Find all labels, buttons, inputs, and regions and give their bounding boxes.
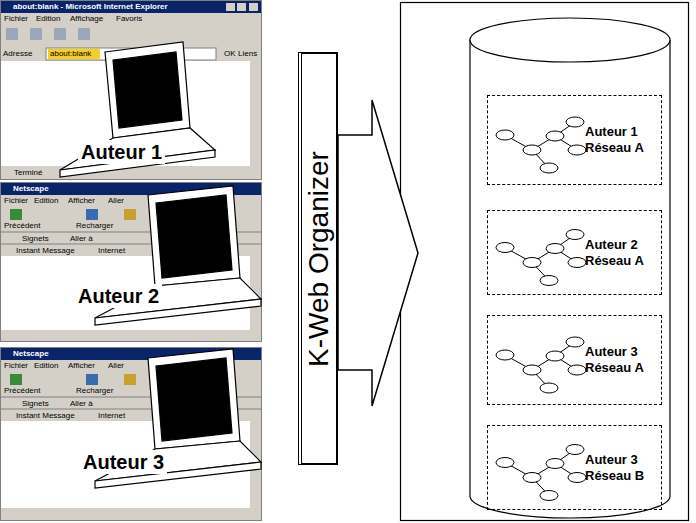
laptop: [60, 42, 215, 177]
author-label: Auteur 3: [80, 450, 167, 474]
window-title: Netscape: [13, 184, 49, 194]
browser-ui-text: Aller: [108, 196, 124, 206]
network-graphs: [496, 117, 586, 501]
box-label: K-Web Organizer: [303, 151, 335, 367]
window-title: Netscape: [13, 349, 49, 359]
network-region: Auteur 3 Réseau A: [487, 315, 662, 405]
browser-ui-text: Aller à: [70, 234, 93, 244]
browser-ui-text: OK: [224, 49, 236, 59]
browser-ui-text: Aller: [108, 361, 124, 371]
browser-ui-text: Favoris: [116, 14, 142, 24]
browser-ui-text: Instant Message: [16, 246, 75, 256]
database-cylinder: [470, 18, 670, 518]
browser-ui-text: Signets: [22, 234, 49, 244]
network-region: Auteur 1 Réseau A: [487, 95, 662, 185]
browser-ui-text: Précédent: [4, 386, 40, 396]
network-region: Auteur 2 Réseau A: [487, 210, 662, 295]
author-label: Auteur 1: [78, 140, 165, 164]
flow-arrow: [338, 100, 418, 406]
browser-ui-text: Fichier: [4, 361, 28, 371]
browser-ui-text: Edition: [34, 361, 58, 371]
repository-frame: [401, 3, 689, 521]
region-label: Auteur 3 Réseau A: [585, 344, 657, 376]
browser-ui-text: Liens: [238, 49, 257, 59]
browser-ui-text: Internet: [98, 411, 125, 421]
browser-screenshot: [1, 183, 262, 342]
browser-screenshot: [1, 1, 262, 180]
network-region: Auteur 3 Réseau B: [487, 425, 662, 510]
window-title: about:blank - Microsoft Internet Explore…: [13, 2, 168, 12]
browser-ui-text: Recharger: [76, 221, 113, 231]
region-label: Auteur 1 Réseau A: [585, 124, 657, 156]
browser-screenshot: [1, 348, 262, 521]
region-label: Auteur 2 Réseau A: [585, 237, 657, 269]
browser-ui-text: Terminé: [14, 168, 42, 178]
browser-ui-text: Edition: [34, 196, 58, 206]
author-label: Auteur 2: [75, 284, 162, 308]
browser-ui-text: Afficher: [68, 361, 95, 371]
process-box: K-Web Organizer: [298, 52, 338, 465]
browser-ui-text: Affichage: [70, 14, 103, 24]
browser-ui-text: Fichier: [4, 196, 28, 206]
browser-ui-text: Instant Message: [16, 411, 75, 421]
browser-ui-text: Aller à: [70, 399, 93, 409]
browser-ui-text: about:blank: [50, 49, 91, 59]
browser-ui-text: Edition: [36, 14, 60, 24]
browser-ui-text: Recharger: [76, 386, 113, 396]
browser-ui-text: Internet: [98, 246, 125, 256]
browser-ui-text: Adresse: [3, 49, 32, 59]
browser-ui-text: Précédent: [4, 221, 40, 231]
region-label: Auteur 3 Réseau B: [585, 452, 657, 484]
browser-ui-text: Signets: [22, 399, 49, 409]
browser-ui-text: Afficher: [68, 196, 95, 206]
browser-ui-text: Fichier: [4, 14, 28, 24]
